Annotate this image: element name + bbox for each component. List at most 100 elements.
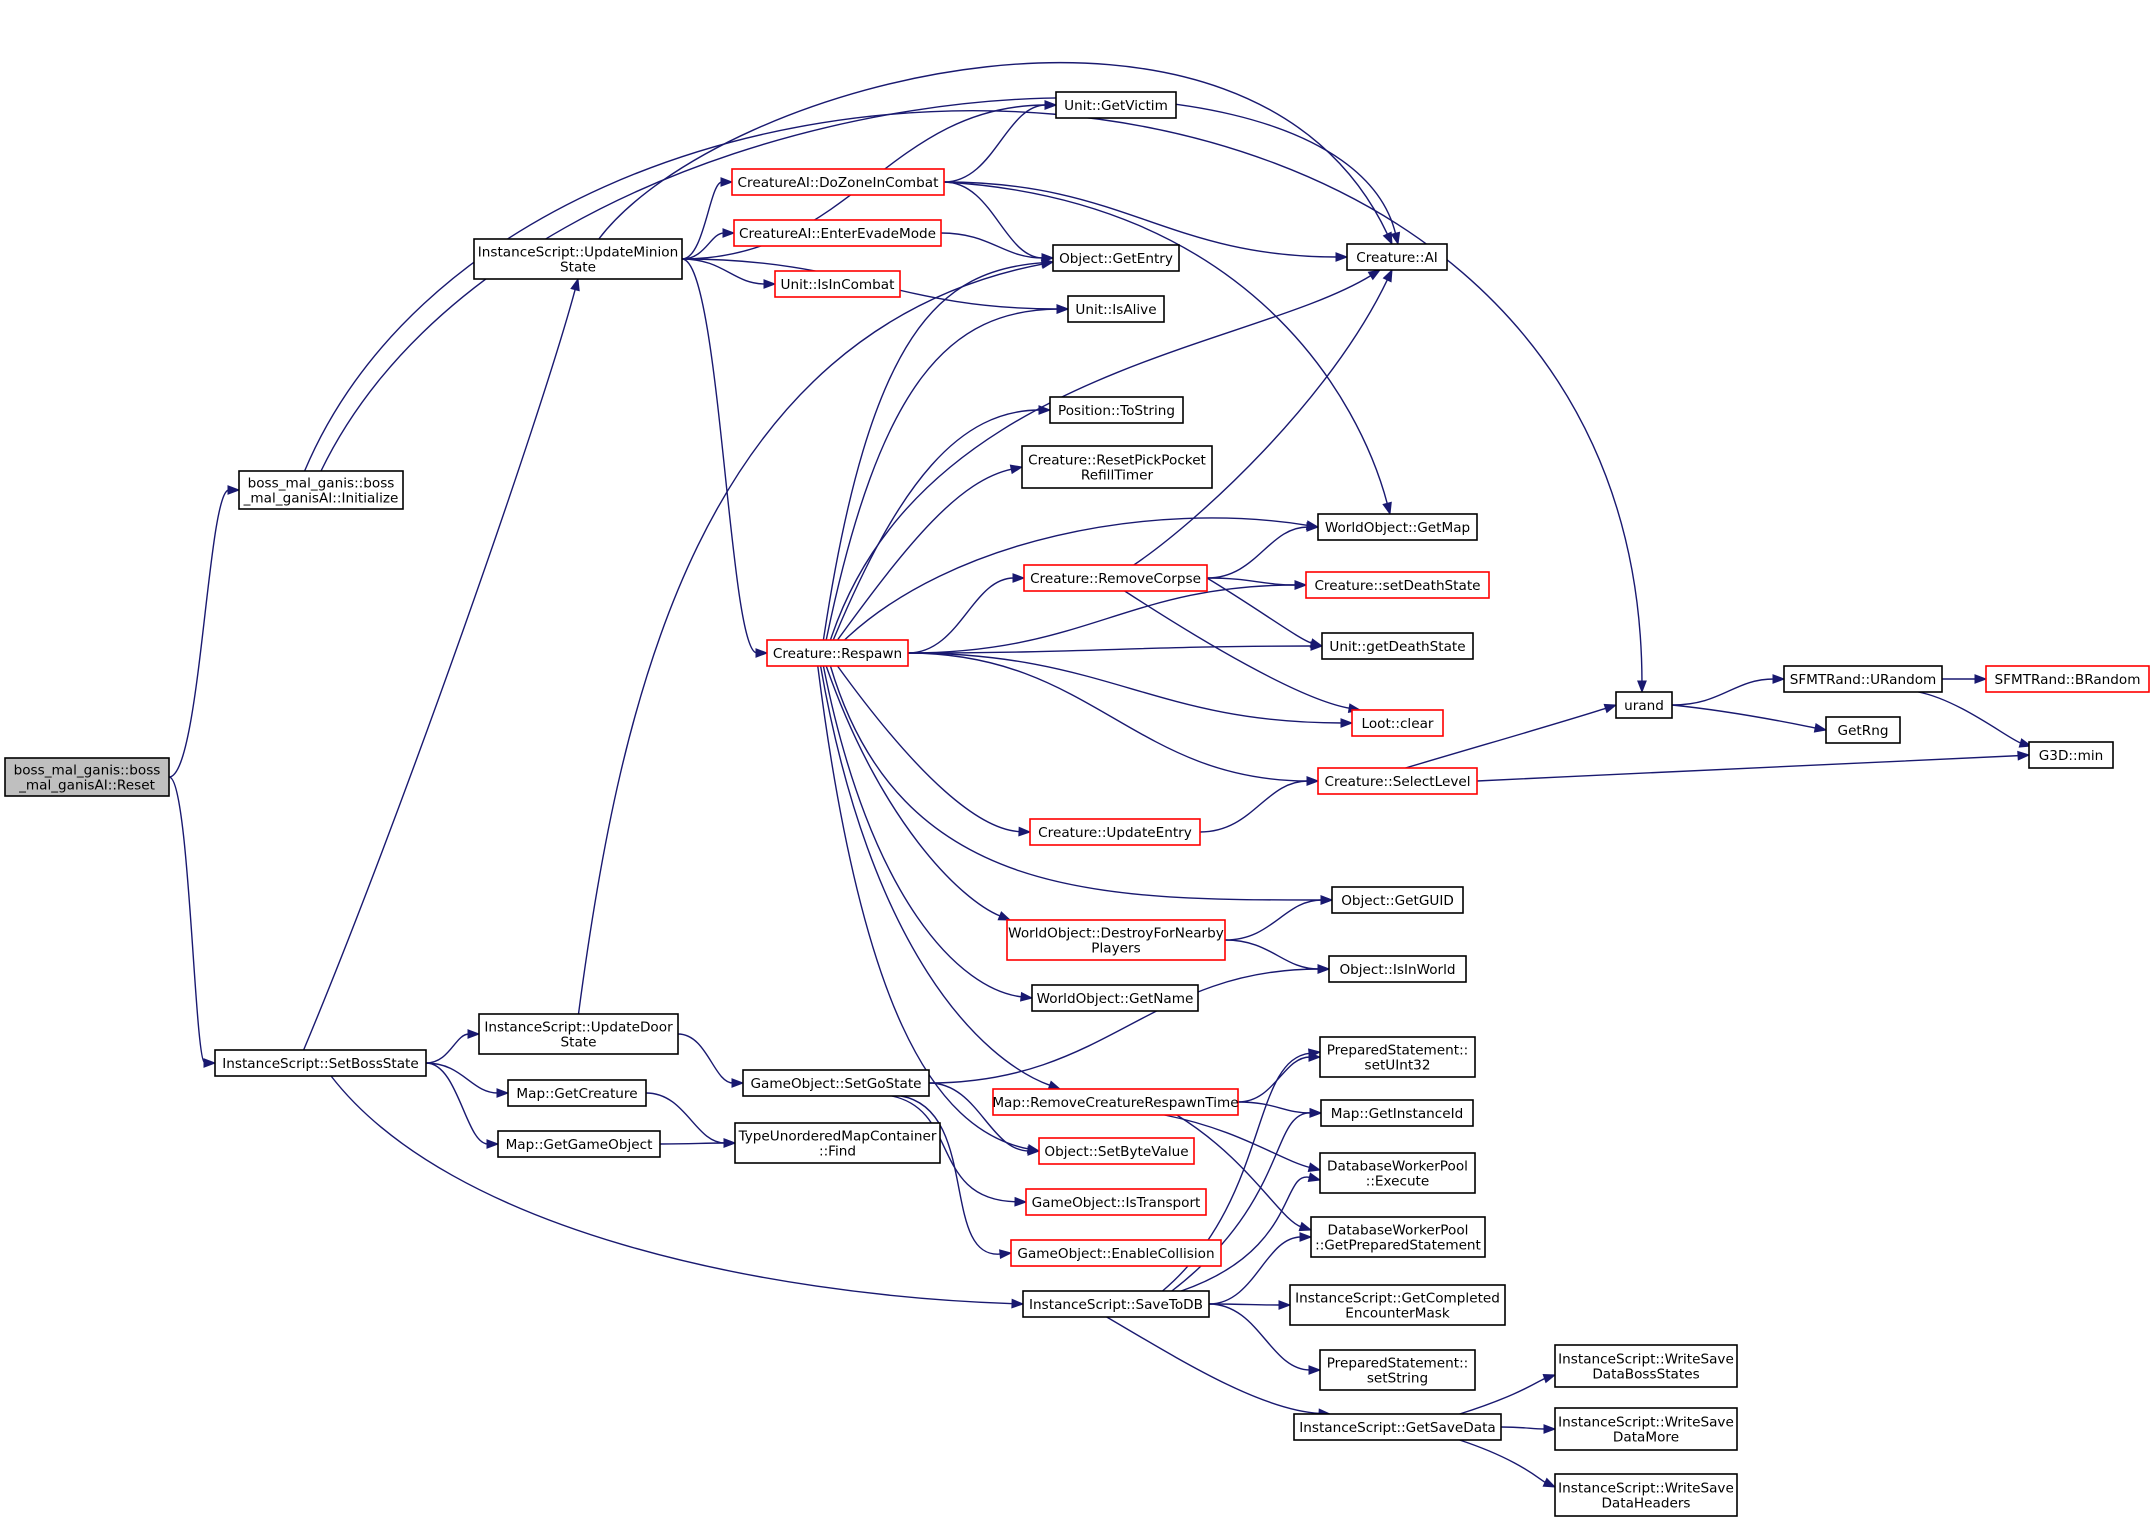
node-box[interactable] [214, 1049, 427, 1077]
node-getmap[interactable]: WorldObject::GetMap [1317, 513, 1478, 541]
node-getinstanceid[interactable]: Map::GetInstanceId [1320, 1099, 1474, 1127]
node-box[interactable] [1022, 1290, 1210, 1318]
node-box[interactable] [1006, 919, 1226, 961]
node-box[interactable] [1055, 91, 1177, 119]
node-box[interactable] [1317, 767, 1478, 795]
node-box[interactable] [733, 219, 942, 247]
node-box[interactable] [2028, 741, 2114, 769]
node-box[interactable] [1049, 396, 1184, 424]
node-box[interactable] [1985, 665, 2150, 693]
node-box[interactable] [1554, 1407, 1738, 1451]
node-box[interactable] [497, 1130, 661, 1158]
node-getcreature[interactable]: Map::GetCreature [507, 1079, 647, 1107]
node-box[interactable] [1310, 1216, 1486, 1258]
node-box[interactable] [1783, 665, 1943, 693]
node-isinworld[interactable]: Object::IsInWorld [1328, 955, 1467, 983]
node-box[interactable] [1351, 709, 1444, 737]
node-box[interactable] [734, 1122, 941, 1164]
node-box[interactable] [1321, 632, 1474, 660]
node-box[interactable] [1021, 445, 1213, 489]
node-box[interactable] [1554, 1344, 1738, 1388]
node-box[interactable] [1346, 243, 1448, 271]
node-getrng[interactable]: GetRng [1825, 716, 1901, 744]
node-g3dmin[interactable]: G3D::min [2028, 741, 2114, 769]
node-box[interactable] [507, 1079, 647, 1107]
node-setbyte[interactable]: Object::SetByteValue [1038, 1137, 1195, 1165]
node-box[interactable] [731, 168, 945, 196]
node-respawn[interactable]: Creature::Respawn [766, 639, 909, 667]
node-reset[interactable]: boss_mal_ganis::boss_mal_ganisAI::Reset [4, 757, 170, 797]
node-box[interactable] [1320, 1099, 1474, 1127]
node-savetodb[interactable]: InstanceScript::SaveToDB [1022, 1290, 1210, 1318]
node-tostring[interactable]: Position::ToString [1049, 396, 1184, 424]
node-dozone[interactable]: CreatureAI::DoZoneInCombat [731, 168, 945, 196]
node-enablecoll[interactable]: GameObject::EnableCollision [1010, 1239, 1222, 1267]
node-getgameobject[interactable]: Map::GetGameObject [497, 1130, 661, 1158]
node-box[interactable] [1052, 244, 1180, 272]
node-box[interactable] [774, 270, 901, 298]
node-find[interactable]: TypeUnorderedMapContainer::Find [734, 1122, 941, 1164]
node-box[interactable] [1317, 513, 1478, 541]
node-box[interactable] [1331, 886, 1464, 914]
node-setuint32[interactable]: PreparedStatement::setUInt32 [1319, 1036, 1476, 1078]
node-setdeath[interactable]: Creature::setDeathState [1305, 571, 1490, 599]
node-getentry[interactable]: Object::GetEntry [1052, 244, 1180, 272]
node-getguid[interactable]: Object::GetGUID [1331, 886, 1464, 914]
node-creatureai[interactable]: Creature::AI [1346, 243, 1448, 271]
node-istransport[interactable]: GameObject::IsTransport [1025, 1188, 1207, 1216]
node-selectlevel[interactable]: Creature::SelectLevel [1317, 767, 1478, 795]
node-getprepared[interactable]: DatabaseWorkerPool::GetPreparedStatement [1310, 1216, 1486, 1258]
node-isincombat[interactable]: Unit::IsInCombat [774, 270, 901, 298]
node-box[interactable] [1067, 295, 1165, 323]
node-box[interactable] [1319, 1349, 1476, 1391]
node-removecorpse[interactable]: Creature::RemoveCorpse [1023, 564, 1208, 592]
node-box[interactable] [1825, 716, 1901, 744]
node-evade[interactable]: CreatureAI::EnterEvadeMode [733, 219, 942, 247]
node-urand[interactable]: urand [1615, 691, 1673, 719]
node-getcompleted[interactable]: InstanceScript::GetCompletedEncounterMas… [1289, 1284, 1506, 1326]
node-box[interactable] [1010, 1239, 1222, 1267]
node-box[interactable] [1615, 691, 1673, 719]
node-box[interactable] [1031, 984, 1199, 1012]
node-box[interactable] [478, 1013, 679, 1055]
node-updateentry[interactable]: Creature::UpdateEntry [1029, 818, 1201, 846]
node-box[interactable] [742, 1069, 930, 1097]
node-box[interactable] [1319, 1152, 1476, 1194]
node-getdeath[interactable]: Unit::getDeathState [1321, 632, 1474, 660]
node-box[interactable] [766, 639, 909, 667]
node-box[interactable] [1025, 1188, 1207, 1216]
node-box[interactable] [1554, 1473, 1738, 1517]
node-box[interactable] [1293, 1413, 1502, 1441]
node-getvictim[interactable]: Unit::GetVictim [1055, 91, 1177, 119]
node-setgostate[interactable]: GameObject::SetGoState [742, 1069, 930, 1097]
node-box[interactable] [1319, 1036, 1476, 1078]
node-getsavedata[interactable]: InstanceScript::GetSaveData [1293, 1413, 1502, 1441]
node-box[interactable] [992, 1088, 1239, 1116]
node-getname[interactable]: WorldObject::GetName [1031, 984, 1199, 1012]
node-setbossstate[interactable]: InstanceScript::SetBossState [214, 1049, 427, 1077]
node-box[interactable] [1029, 818, 1201, 846]
node-sfmtbrandom[interactable]: SFMTRand::BRandom [1985, 665, 2150, 693]
node-box[interactable] [1305, 571, 1490, 599]
node-box[interactable] [1289, 1284, 1506, 1326]
node-sfmturandom[interactable]: SFMTRand::URandom [1783, 665, 1943, 693]
node-box[interactable] [1023, 564, 1208, 592]
node-box[interactable] [1038, 1137, 1195, 1165]
node-box[interactable] [238, 470, 404, 510]
node-lootclear[interactable]: Loot::clear [1351, 709, 1444, 737]
node-isalive[interactable]: Unit::IsAlive [1067, 295, 1165, 323]
node-execute[interactable]: DatabaseWorkerPool::Execute [1319, 1152, 1476, 1194]
node-initialize[interactable]: boss_mal_ganis::boss_mal_ganisAI::Initia… [238, 470, 404, 510]
node-setstring[interactable]: PreparedStatement::setString [1319, 1349, 1476, 1391]
node-box[interactable] [4, 757, 170, 797]
node-box[interactable] [473, 238, 683, 280]
node-box[interactable] [1328, 955, 1467, 983]
node-removerespawn[interactable]: Map::RemoveCreatureRespawnTime [992, 1088, 1239, 1116]
